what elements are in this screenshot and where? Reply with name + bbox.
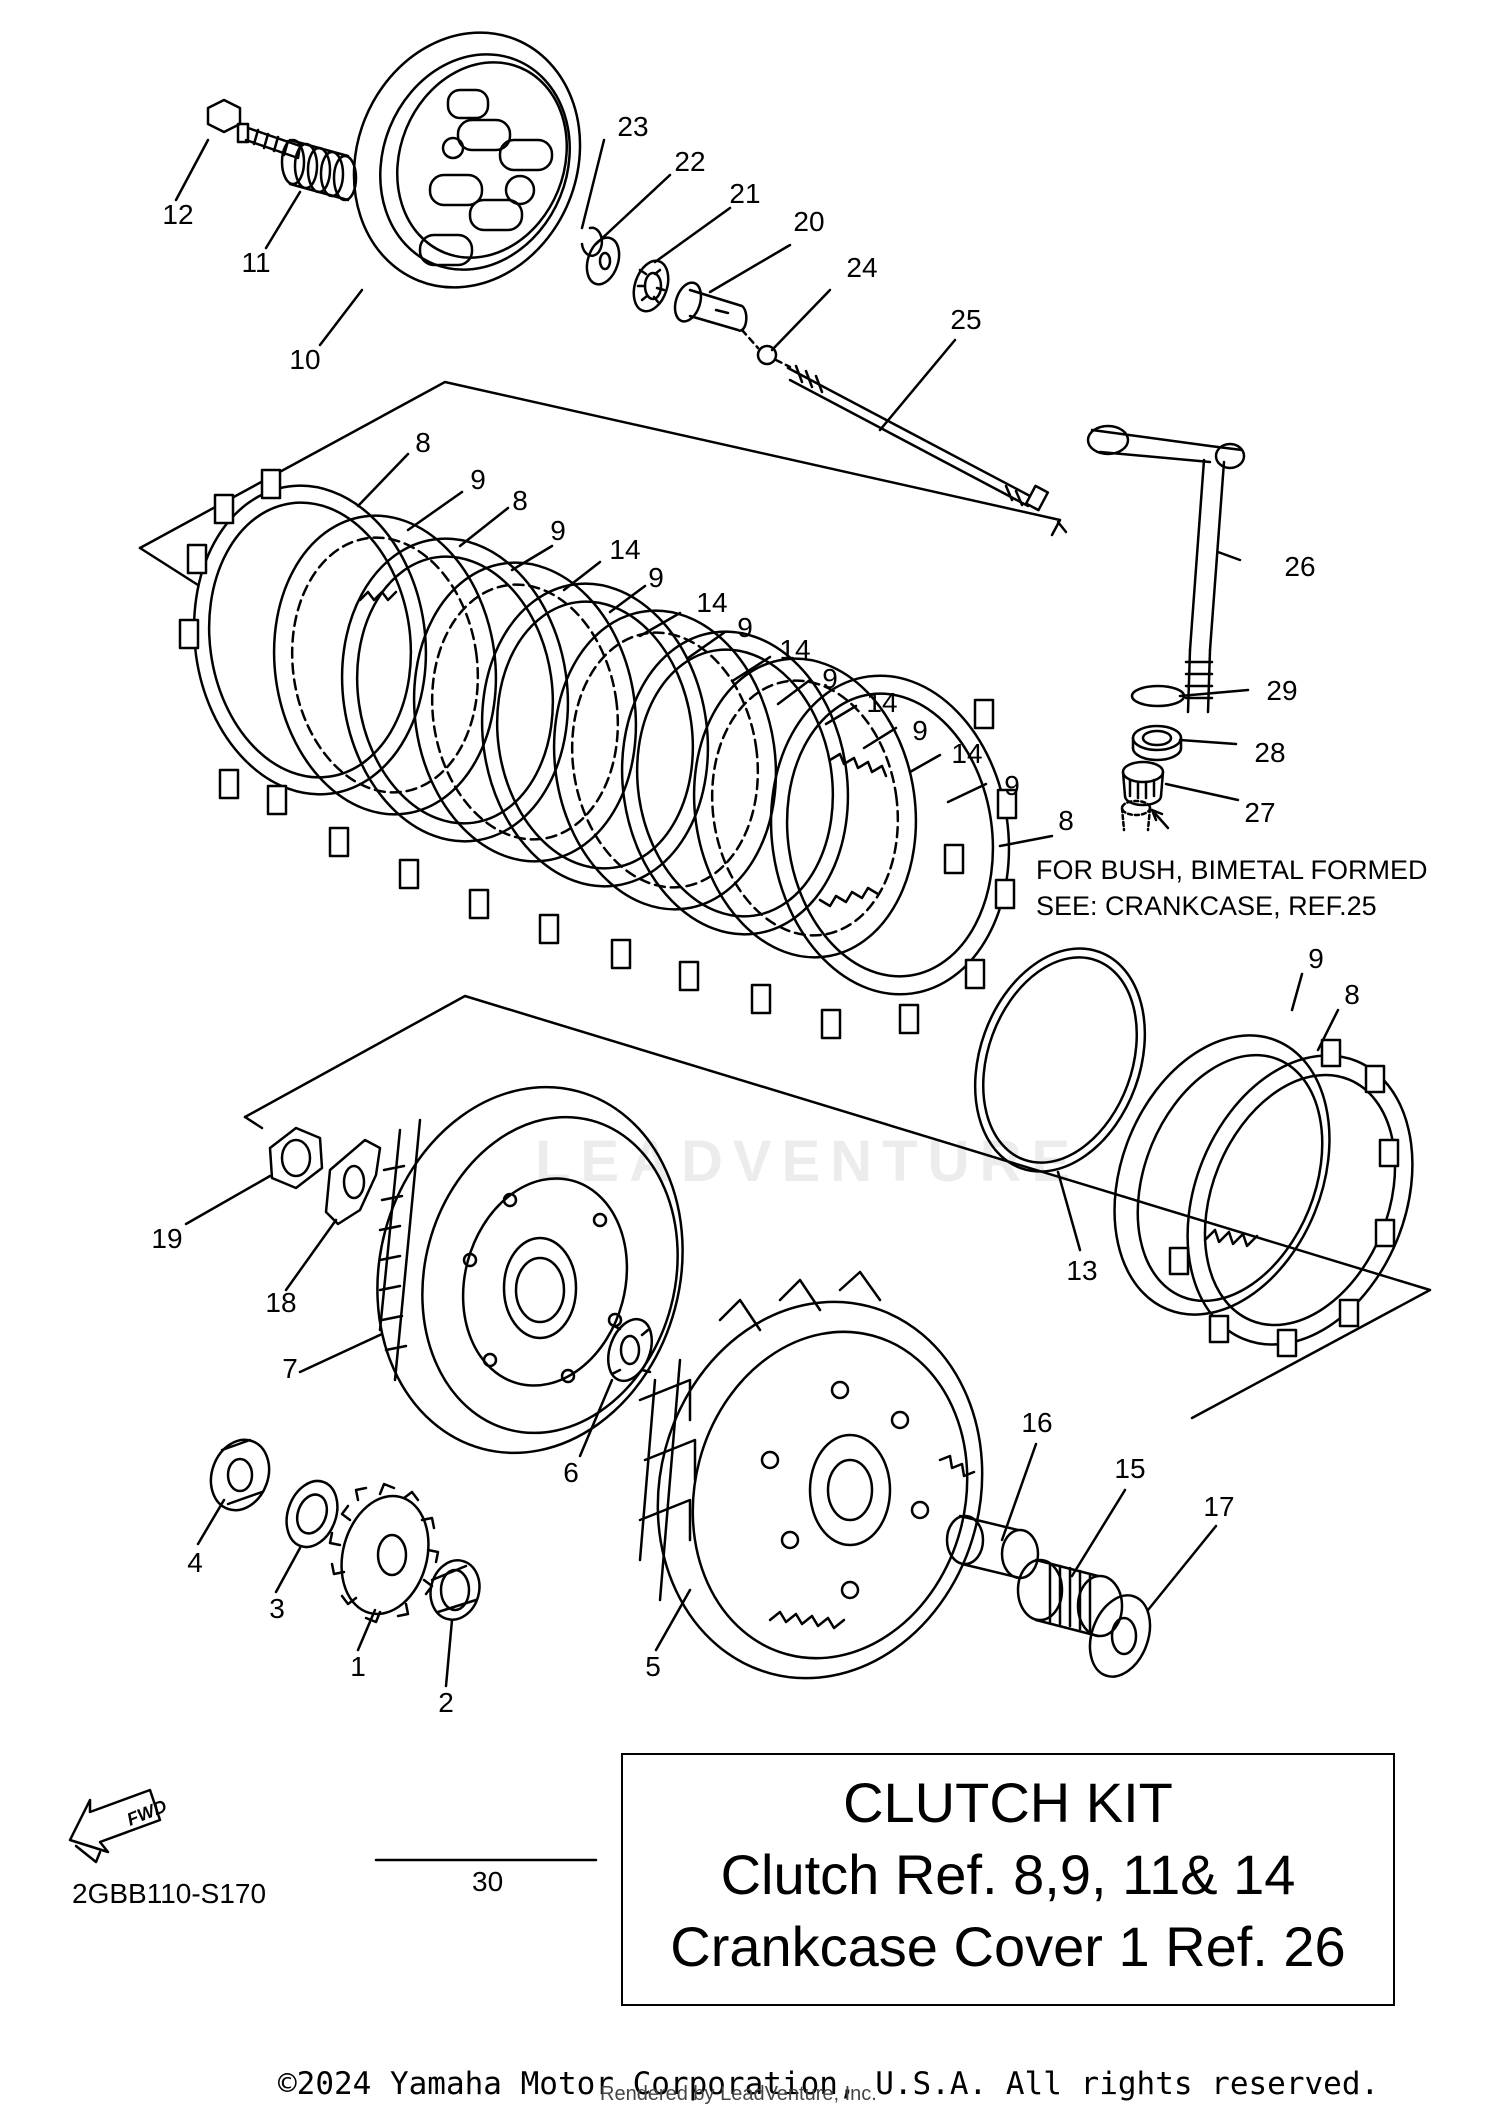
collar-part xyxy=(209,1438,271,1512)
bush-part xyxy=(1120,799,1152,832)
callout-9: 9 xyxy=(822,663,838,694)
ball-part xyxy=(756,344,778,366)
callout-8: 8 xyxy=(415,427,431,458)
nut-part xyxy=(268,1126,324,1190)
callout-9: 9 xyxy=(470,464,486,495)
callout-11: 11 xyxy=(241,247,270,278)
callout-12: 12 xyxy=(162,199,193,230)
circlip-part xyxy=(1130,684,1186,708)
bush-note: FOR BUSH, BIMETAL FORMED SEE: CRANKCASE,… xyxy=(1036,852,1428,924)
callout-9: 9 xyxy=(737,612,753,643)
callout-20: 20 xyxy=(793,206,824,237)
callout-29: 29 xyxy=(1266,675,1297,706)
primary-drive-gear-part xyxy=(328,1482,440,1624)
clutch-spring-part xyxy=(280,138,358,202)
callout-8: 8 xyxy=(1058,805,1074,836)
pressure-plate-part xyxy=(352,31,582,289)
kit-title: CLUTCH KIT xyxy=(843,1771,1173,1834)
callout-26: 26 xyxy=(1284,551,1315,582)
kit-crankcase-refs: Crankcase Cover 1 Ref. 26 xyxy=(670,1915,1346,1978)
separate-plates-part xyxy=(1113,1034,1414,1358)
kit-clutch-refs: Clutch Ref. 8,9, 11& 14 xyxy=(720,1843,1296,1906)
callout-9: 9 xyxy=(648,562,664,593)
callout-9: 9 xyxy=(1308,943,1324,974)
callout-13: 13 xyxy=(1066,1255,1097,1286)
diagram-code: 2GBB110-S170 xyxy=(72,1878,267,1909)
callout-8: 8 xyxy=(1344,979,1360,1010)
washer-part xyxy=(585,236,621,286)
clutch-kit-box: CLUTCH KIT Clutch Ref. 8,9, 11& 14 Crank… xyxy=(621,1753,1395,2006)
callout-28: 28 xyxy=(1254,737,1285,768)
push-lever-shaft-part xyxy=(1086,424,1246,714)
callout-14: 14 xyxy=(951,738,982,769)
collar-part xyxy=(429,1559,481,1621)
callout-18: 18 xyxy=(265,1287,296,1318)
callout-10: 10 xyxy=(289,344,320,375)
callout-4: 4 xyxy=(187,1547,203,1578)
thrust-washer-part xyxy=(1088,1594,1152,1678)
callout-2: 2 xyxy=(438,1687,454,1718)
callout-9: 9 xyxy=(912,715,928,746)
watermark: LEADVENTURE xyxy=(535,1129,1081,1194)
needle-bearing-part xyxy=(1016,1558,1124,1638)
callout-16: 16 xyxy=(1021,1407,1052,1438)
callout-24: 24 xyxy=(846,252,877,283)
fwd-arrow-icon xyxy=(68,1788,162,1864)
bush-note-line-2: SEE: CRANKCASE, REF.25 xyxy=(1036,891,1377,921)
collar-part xyxy=(945,1514,1040,1580)
thrust-bearing-part xyxy=(632,259,670,313)
callout-6: 6 xyxy=(563,1457,579,1488)
callout-7: 7 xyxy=(282,1353,298,1384)
callout-23: 23 xyxy=(617,111,648,142)
callout-9: 9 xyxy=(1004,770,1020,801)
callout-25: 25 xyxy=(950,304,981,335)
callout-1: 1 xyxy=(350,1651,366,1682)
callout-30: 30 xyxy=(472,1866,504,1897)
clutch-housing-part xyxy=(638,1270,984,1680)
bolt-part xyxy=(206,98,302,160)
callout-27: 27 xyxy=(1244,797,1275,828)
clutch-plate-stack xyxy=(178,468,1018,1040)
callout-19: 19 xyxy=(151,1223,182,1254)
callout-9: 9 xyxy=(550,515,566,546)
circlip-part xyxy=(580,226,604,257)
callout-14: 14 xyxy=(779,634,810,665)
callout-17: 17 xyxy=(1203,1491,1234,1522)
rendered-by: Rendered by LeadVenture, Inc. xyxy=(600,2083,877,2105)
callout-3: 3 xyxy=(269,1593,285,1624)
lock-washer-part xyxy=(607,1317,653,1383)
callout-15: 15 xyxy=(1114,1453,1145,1484)
callout-21: 21 xyxy=(729,178,760,209)
long-push-rod-part xyxy=(786,364,1050,512)
callout-8: 8 xyxy=(512,485,528,516)
washer-part xyxy=(285,1479,339,1549)
needle-bearing-part xyxy=(1121,760,1165,807)
callout-14: 14 xyxy=(609,534,640,565)
oil-seal-part xyxy=(1131,724,1183,762)
callout-14: 14 xyxy=(866,687,897,718)
clutch-boss-part xyxy=(376,1085,684,1455)
bush-note-line-1: FOR BUSH, BIMETAL FORMED xyxy=(1036,855,1428,885)
push-rod-part xyxy=(673,281,748,332)
lock-washer-part xyxy=(324,1138,382,1226)
wire-ring-part xyxy=(973,947,1147,1173)
callout-14: 14 xyxy=(696,587,727,618)
callout-22: 22 xyxy=(674,146,705,177)
callout-5: 5 xyxy=(645,1651,661,1682)
copyright: ©2024 Yamaha Motor Corporation, U.S.A. A… xyxy=(278,2066,1380,2102)
